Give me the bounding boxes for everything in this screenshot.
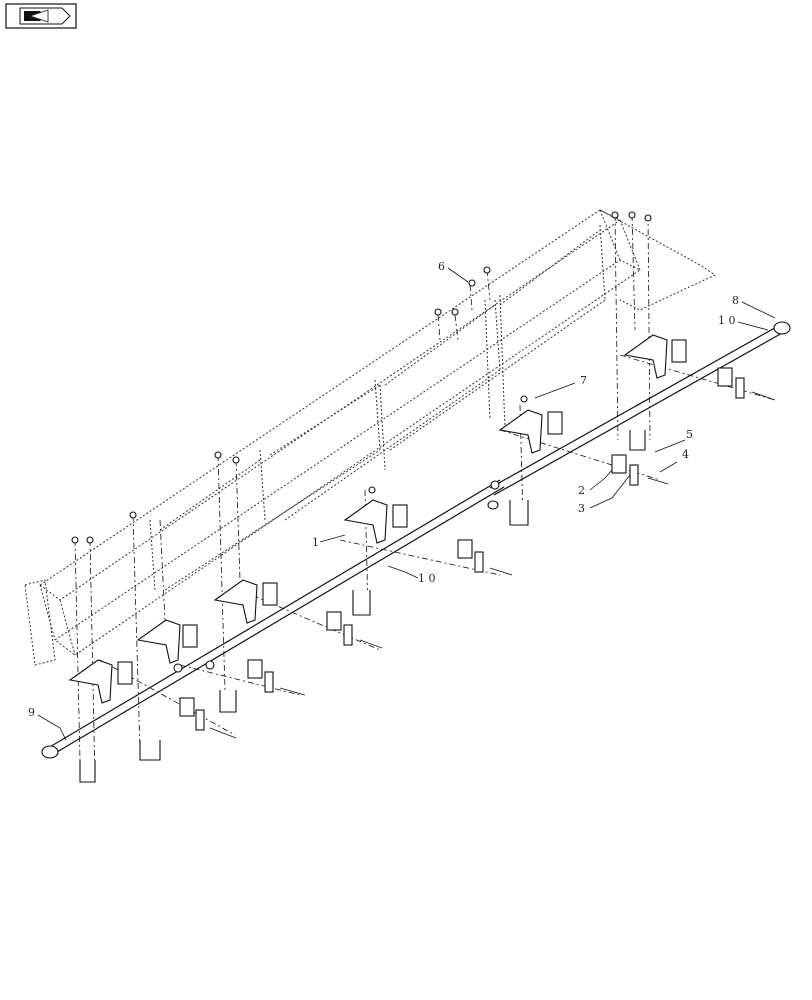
- page-arrow-icon[interactable]: [5, 3, 77, 29]
- bracket-assembly-5: [498, 409, 669, 526]
- callout-leaders: [37, 267, 776, 741]
- callout-7: 7: [580, 374, 587, 387]
- callout-8: 8: [732, 294, 739, 307]
- callout-3: 3: [578, 502, 585, 515]
- callout-10-top: 1 0: [718, 314, 736, 327]
- nut-markers: [71, 211, 652, 544]
- callout-4: 4: [682, 448, 689, 461]
- callout-5: 5: [686, 428, 693, 441]
- bracket-assembly-3: [213, 579, 383, 649]
- callout-1: 1: [312, 536, 319, 549]
- bracket-assembly-1: [68, 659, 237, 783]
- callout-9: 9: [28, 706, 35, 719]
- callout-10-mid: 1 0: [418, 572, 436, 585]
- tube-bars: [41, 321, 791, 759]
- callout-2: 2: [578, 484, 585, 497]
- bracket-assembly-4: [343, 499, 513, 616]
- callout-6: 6: [438, 260, 445, 273]
- assembly-axis-lines: [74, 214, 776, 781]
- boom-frame: [24, 209, 717, 666]
- bracket-assembly-6: [623, 334, 776, 451]
- bracket-assembly-2: [136, 619, 306, 713]
